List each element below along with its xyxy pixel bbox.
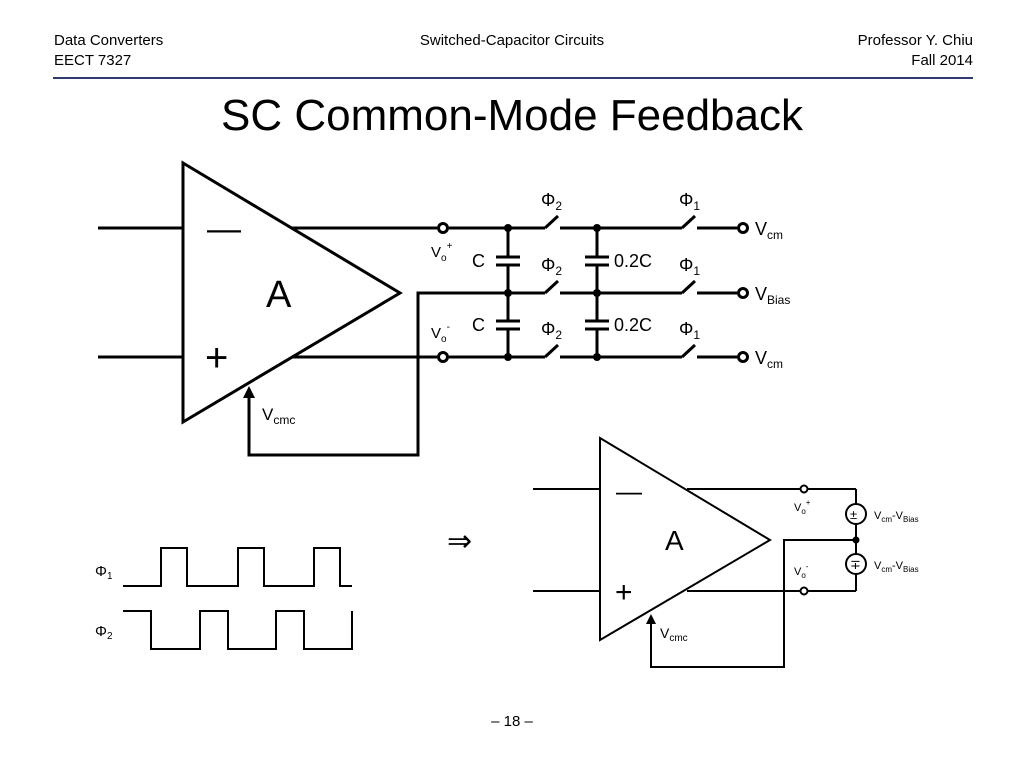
course-code: EECT 7327 [54, 52, 132, 69]
equivalent-opamp-label: A [665, 525, 684, 556]
header-divider [53, 77, 973, 79]
cap-c-top-label: C [472, 251, 485, 271]
source-top-polarity-icon: ± [850, 507, 857, 522]
cap-c-bottom-label: C [472, 315, 485, 335]
vcm-top-label: Vcm [755, 219, 783, 242]
equivalent-junction-dot [852, 536, 860, 544]
opamp-minus-sign: — [207, 210, 241, 248]
header-right: Professor Y. Chiu Fall 2014 [858, 31, 973, 71]
source-bottom-polarity-icon: ∓ [850, 557, 861, 572]
vo-minus-label: Vo- [431, 322, 450, 345]
term: Fall 2014 [911, 52, 973, 69]
timing-phi1-label: Φ1 [95, 563, 113, 582]
page-number: – 18 – [491, 713, 533, 730]
equivalent-vo-minus-label: Vo- [794, 562, 809, 580]
phi1-waveform [123, 547, 352, 587]
source-bottom-label: Vcm-VBias [874, 560, 919, 574]
equivalent-vcmc-label: Vcmc [660, 625, 688, 644]
phi2-waveform [123, 610, 353, 650]
course-name: Data Converters [54, 32, 164, 49]
vo-plus-label: Vo+ [431, 241, 453, 264]
equivalent-opamp-triangle [599, 436, 772, 642]
cap-02c-top-label: 0.2C [614, 251, 652, 271]
source-top-label: Vcm-VBias [874, 510, 919, 524]
main-circuit-wiring [98, 160, 749, 457]
junction-dots [504, 224, 601, 361]
timing-waveforms [123, 547, 353, 650]
header-topic: Switched-Capacitor Circuits [419, 32, 605, 49]
switch-phi1-bottom-label: Φ1 [679, 319, 700, 342]
vcmc-arrow-icon [243, 386, 255, 398]
switch-phi2-bottom-label: Φ2 [541, 319, 562, 342]
switch-phi1-mid-label: Φ1 [679, 255, 700, 278]
equivalent-circuit-wiring [533, 436, 867, 668]
cap-02c-bottom-label: 0.2C [614, 315, 652, 335]
switch-phi2-mid-label: Φ2 [541, 255, 562, 278]
equivalent-vo-plus-label: Vo+ [794, 498, 811, 516]
professor-name: Professor Y. Chiu [857, 32, 973, 49]
timing-phi2-label: Φ2 [95, 623, 113, 642]
equivalent-vcmc-arrow-icon [646, 614, 656, 624]
switch-phi1-top-label: Φ1 [679, 190, 700, 213]
opamp-plus-sign: + [205, 336, 228, 380]
header-left: Data Converters EECT 7327 [54, 31, 163, 71]
equivalent-plus-sign: + [615, 576, 633, 609]
opamp-triangle [181, 160, 403, 425]
vbias-label: VBias [755, 284, 790, 307]
vcmc-label: Vcmc [262, 405, 295, 427]
switch-phi2-top-label: Φ2 [541, 190, 562, 213]
vcm-bottom-label: Vcm [755, 348, 783, 371]
equivalence-arrow-icon: ⇒ [447, 525, 472, 558]
equivalent-minus-sign: — [616, 476, 642, 506]
opamp-label: A [266, 274, 292, 316]
slide-title: SC Common-Mode Feedback [220, 91, 803, 140]
